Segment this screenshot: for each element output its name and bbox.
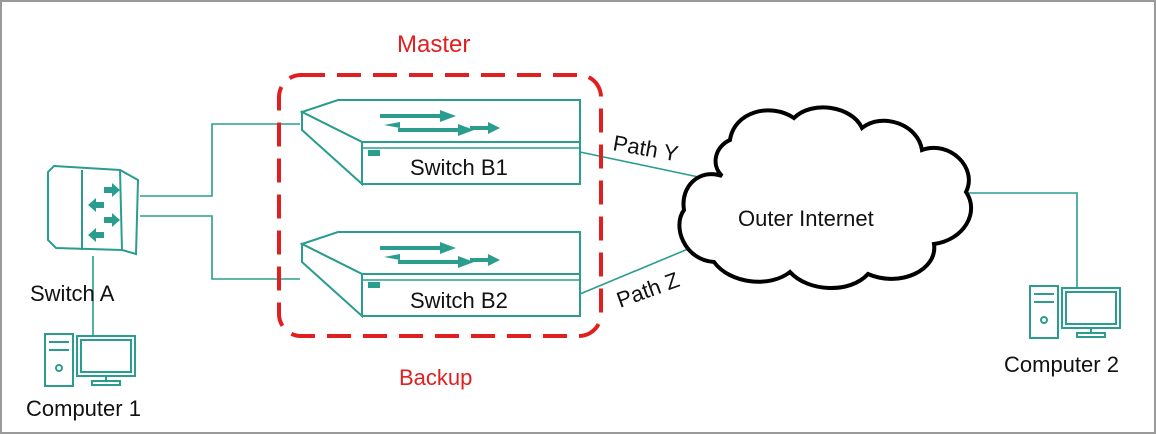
computer-2: Computer 2	[1004, 285, 1121, 377]
tower-switch-icon	[47, 164, 140, 256]
computer-2-label: Computer 2	[1004, 352, 1119, 377]
switch-b2-label: Switch B2	[410, 288, 508, 313]
switch-b2: Switch B2	[299, 231, 581, 319]
desktop-computer-icon	[1029, 285, 1121, 339]
backup-label: Backup	[399, 365, 472, 390]
cloud-icon	[677, 105, 973, 290]
link-cloud-to-computer2	[934, 192, 1078, 288]
computer-1: Computer 1	[26, 333, 141, 421]
redundancy-group-border	[277, 73, 603, 338]
link-switch-a-to-b2	[140, 215, 300, 280]
switch-b1: Switch B1	[299, 99, 581, 187]
outer-internet: Outer Internet	[677, 105, 973, 290]
switch-a-label: Switch A	[30, 281, 115, 306]
cloud-label: Outer Internet	[738, 206, 874, 231]
switch-a: Switch A	[30, 164, 140, 306]
rack-switch-icon	[299, 99, 581, 187]
rack-switch-icon	[299, 231, 581, 319]
path-z-label: Path Z	[613, 267, 682, 313]
desktop-computer-icon	[44, 333, 136, 387]
master-label: Master	[397, 31, 470, 58]
switch-b1-label: Switch B1	[410, 155, 508, 180]
link-b2-to-cloud-path-z	[579, 243, 701, 295]
computer-1-label: Computer 1	[26, 396, 141, 421]
link-switch-a-to-b1	[140, 123, 300, 197]
